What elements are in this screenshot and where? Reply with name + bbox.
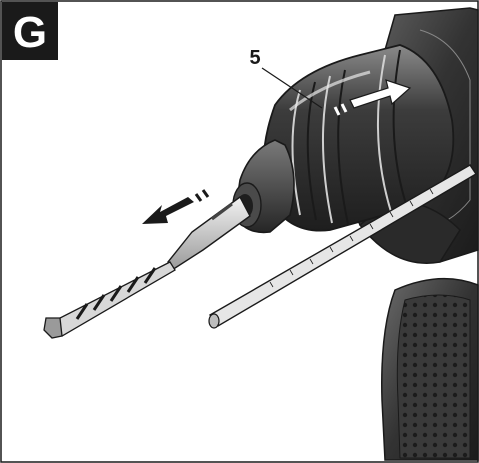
figure-letter-badge [2,2,58,60]
arrow-back-icon [142,189,210,224]
callout-label-5: 5 [249,47,260,69]
arrow-forward-icon [333,79,412,116]
drill-handle [381,277,479,461]
depth-stop-rod [208,164,477,329]
figure-letter: G [13,8,47,57]
drill-bit [43,195,251,339]
callout-leader-line [261,67,323,109]
